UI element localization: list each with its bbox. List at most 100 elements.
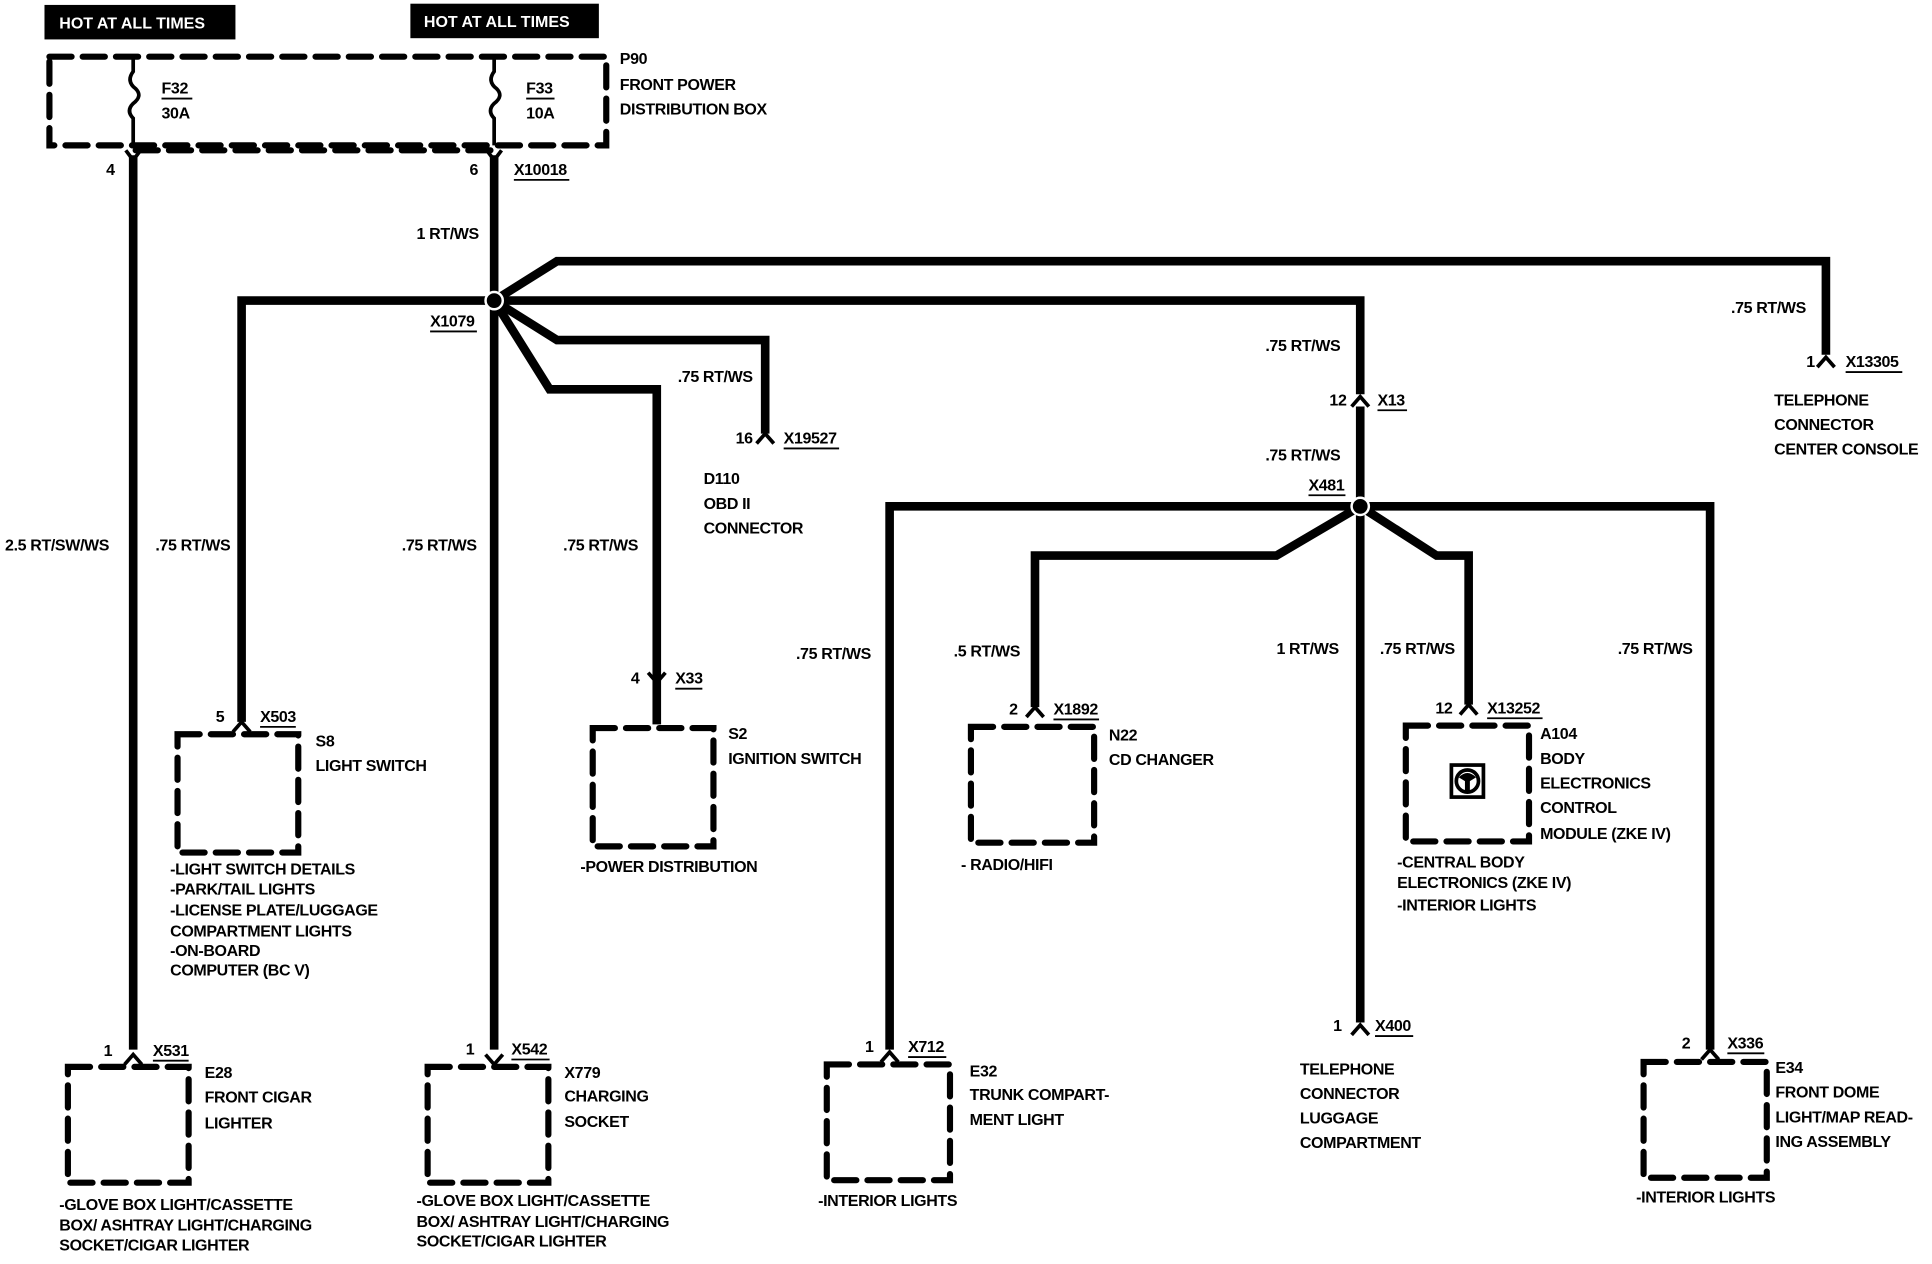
connector-x336-pin: 2 (1682, 1035, 1691, 1052)
x779-note-0: -GLOVE BOX LIGHT/CASSETTE (417, 1193, 651, 1210)
e34-line-0: E34 (1775, 1060, 1803, 1077)
a104-note-1: ELECTRONICS (ZKE IV) (1397, 875, 1571, 892)
component-e28: E28 FRONT CIGAR LIGHTER -GLOVE BOX LIGHT… (59, 1063, 313, 1254)
d110-line-2: CONNECTOR (704, 520, 804, 537)
s2-line-1: IGNITION SWITCH (728, 751, 861, 768)
wires (128, 155, 1831, 1050)
label-cd-changer: .5 RT/WS (954, 644, 1021, 661)
connector-x33-pin: 4 (631, 671, 640, 688)
a104-line-0: A104 (1540, 726, 1577, 743)
fuse-f33-id: F33 (526, 81, 553, 98)
s8-note-5: COMPUTER (BC V) (170, 963, 309, 980)
fuse-f32-icon (127, 56, 141, 146)
e34-line-2: LIGHT/MAP READ- (1775, 1109, 1912, 1126)
component-s8: S8 LIGHT SWITCH -LIGHT SWITCH DETAILS -P… (170, 731, 427, 980)
hot-banner-left-label: HOT AT ALL TIMES (59, 15, 205, 32)
connector-x10018: X10018 (514, 162, 567, 179)
wire-zke (1357, 502, 1473, 705)
tel-luggage-line-2: LUGGAGE (1300, 1111, 1379, 1128)
wire-dome (1360, 502, 1715, 1050)
component-s2: S2 IGNITION SWITCH -POWER DISTRIBUTION (580, 725, 862, 876)
e34-line-1: FRONT DOME (1775, 1085, 1880, 1102)
s8-note-0: -LIGHT SWITCH DETAILS (170, 862, 356, 879)
component-telephone-luggage: TELEPHONE CONNECTOR LUGGAGE COMPARTMENT (1300, 1061, 1422, 1152)
label-charging-socket: .75 RT/WS (402, 538, 478, 555)
n22-line-1: CD CHANGER (1109, 752, 1215, 769)
connector-x400-icon (1350, 1022, 1371, 1037)
s8-line-0: S8 (316, 734, 335, 751)
n22-line-0: N22 (1109, 727, 1138, 744)
connector-x13305-icon (1815, 354, 1836, 369)
connector-x33-icon (646, 671, 667, 686)
a104-line-3: CONTROL (1540, 800, 1617, 817)
connector-x1892-pin: 2 (1009, 702, 1018, 719)
splice-x1079-label: X1079 (430, 313, 475, 330)
component-d110: D110 OBD II CONNECTOR (704, 471, 805, 537)
connector-x531-icon (123, 1051, 144, 1066)
e28-line-1: FRONT CIGAR (205, 1090, 313, 1107)
connector-x13252-pin: 12 (1435, 700, 1453, 717)
connector-x542-pin: 1 (466, 1042, 475, 1059)
p90-name-line2: DISTRIBUTION BOX (620, 102, 768, 119)
e32-box (823, 1061, 954, 1184)
s8-box (174, 731, 302, 856)
fuse-f32-pin: 4 (106, 162, 115, 179)
a104-note-0: -CENTRAL BODY (1397, 854, 1525, 871)
connector-x503-id: X503 (260, 709, 296, 726)
connector-x531-id: X531 (153, 1043, 189, 1060)
connector-x336-icon (1700, 1046, 1721, 1061)
x779-box (424, 1063, 552, 1186)
label-telephone-console: .75 RT/WS (1731, 300, 1807, 317)
connector-x33: 4 X33 (631, 671, 703, 690)
e32-line-1: TRUNK COMPART- (970, 1087, 1109, 1104)
connector-x712-pin: 1 (865, 1039, 874, 1056)
connector-x13305-pin: 1 (1806, 354, 1815, 371)
connector-x1892-icon (1024, 704, 1046, 719)
connector-x13-icon (1350, 393, 1371, 408)
e28-line-2: LIGHTER (205, 1115, 273, 1132)
tel-luggage-line-1: CONNECTOR (1300, 1086, 1400, 1103)
label-x13-lower: .75 RT/WS (1265, 448, 1341, 465)
connector-x336: 2 X336 (1682, 1035, 1765, 1061)
connector-x542-id: X542 (511, 1042, 547, 1059)
label-ignition: .75 RT/WS (563, 538, 639, 555)
p90-name-line1: FRONT POWER (620, 77, 737, 94)
label-trunk: .75 RT/WS (796, 646, 872, 663)
splice-x481-label: X481 (1308, 477, 1344, 494)
e32-line-0: E32 (970, 1064, 998, 1081)
x779-line-0: X779 (564, 1065, 600, 1082)
x779-note-2: SOCKET/CIGAR LIGHTER (417, 1234, 608, 1251)
d110-line-1: OBD II (704, 496, 751, 513)
connector-x1892-id: X1892 (1053, 702, 1098, 719)
connector-x542: 1 X542 (466, 1042, 550, 1068)
a104-line-2: ELECTRONICS (1540, 775, 1651, 792)
fuse-f33-pin: 6 (470, 162, 479, 179)
splice-x1079-icon (484, 290, 505, 311)
component-x779: X779 CHARGING SOCKET -GLOVE BOX LIGHT/CA… (417, 1063, 669, 1251)
label-obd: .75 RT/WS (678, 369, 754, 386)
connector-x400-pin: 1 (1333, 1018, 1342, 1035)
splice-x1079: X1079 (430, 290, 505, 333)
connector-x712-id: X712 (908, 1039, 944, 1056)
n22-note-0: - RADIO/HIFI (961, 857, 1053, 874)
component-telephone-console: TELEPHONE CONNECTOR CENTER CONSOLE (1774, 392, 1919, 458)
e34-box (1640, 1058, 1770, 1181)
fuse-f33: F33 10A (488, 56, 556, 146)
component-n22: N22 CD CHANGER - RADIO/HIFI (961, 723, 1215, 874)
hot-banner-left: HOT AT ALL TIMES (44, 4, 236, 40)
s2-box (589, 725, 717, 850)
s8-note-3: COMPARTMENT LIGHTS (170, 923, 352, 940)
wire-telephone-console (491, 256, 1831, 355)
connector-x503-icon (231, 719, 252, 734)
wire-x13-upper (494, 296, 1365, 395)
e34-note-0: -INTERIOR LIGHTS (1636, 1189, 1776, 1206)
p90-id: P90 (620, 51, 648, 68)
tel-console-line-0: TELEPHONE (1774, 392, 1869, 409)
component-e34: E34 FRONT DOME LIGHT/MAP READ- ING ASSEM… (1636, 1058, 1913, 1206)
connector-x503-pin: 5 (216, 709, 225, 726)
fuse-f33-rating: 10A (526, 105, 555, 122)
e28-note-1: BOX/ ASHTRAY LIGHT/CHARGING (59, 1218, 312, 1235)
label-main-feed: 1 RT/WS (417, 226, 480, 243)
fuse-f32-rating: 30A (162, 105, 191, 122)
